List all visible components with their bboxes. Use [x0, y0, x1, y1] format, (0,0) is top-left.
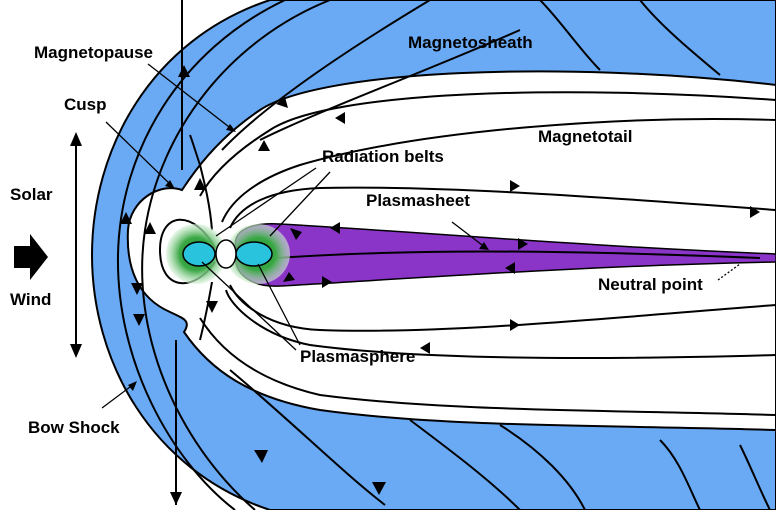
plasmasphere-label: Plasmasphere — [300, 347, 415, 366]
solar-wind-axis-arrow-bottom — [70, 344, 82, 358]
solar-wind-arrow — [14, 234, 48, 280]
neutral-point-label: Neutral point — [598, 275, 703, 294]
wind-label: Wind — [10, 290, 51, 309]
magnetosheath-label: Magnetosheath — [408, 33, 533, 52]
bow-shock-label: Bow Shock — [28, 418, 120, 437]
solar-wind-axis-arrow-top — [70, 132, 82, 146]
magnetotail-label: Magnetotail — [538, 127, 632, 146]
cusp-label: Cusp — [64, 95, 107, 114]
plasmasphere-right — [236, 242, 272, 266]
radiation-belts-label: Radiation belts — [322, 147, 444, 166]
solar-label: Solar — [10, 185, 53, 204]
magnetopause-label: Magnetopause — [34, 43, 153, 62]
earth — [216, 240, 236, 268]
imf-arrow — [170, 492, 182, 505]
plasmasphere-left — [183, 242, 215, 266]
plasmasheet-label: Plasmasheet — [366, 191, 470, 210]
